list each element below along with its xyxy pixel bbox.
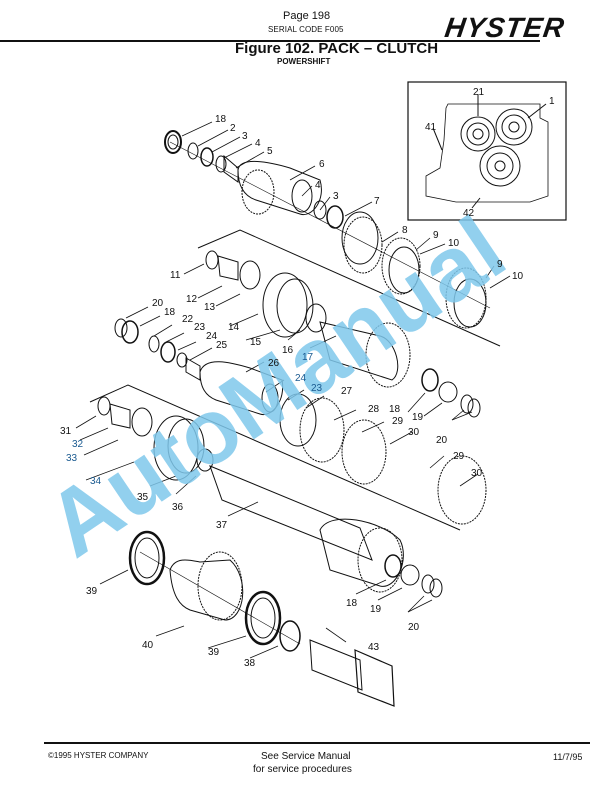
callout-7: 7 [374, 196, 380, 207]
callout-42: 42 [463, 208, 475, 219]
callout-37: 37 [216, 520, 228, 531]
callout-4: 4 [255, 138, 261, 149]
callout-35: 35 [137, 492, 149, 503]
callout-26: 26 [268, 358, 280, 369]
inset-housing-view [407, 81, 567, 221]
service-note-line1: See Service Manual [261, 751, 351, 762]
callout-29b: 29 [453, 451, 465, 462]
watermark: AutoManual [29, 198, 522, 577]
callout-25: 25 [216, 340, 228, 351]
callout-23b: 23 [311, 383, 323, 394]
callout-19: 19 [412, 412, 424, 423]
callout-6: 6 [319, 159, 325, 170]
callout-32: 32 [72, 439, 84, 450]
callout-39: 39 [86, 586, 98, 597]
callout-4b: 4 [315, 180, 321, 191]
callout-18: 18 [215, 114, 227, 125]
callout-36: 36 [172, 502, 184, 513]
callout-19b: 19 [370, 604, 382, 615]
callout-11: 11 [170, 270, 181, 281]
callout-31: 31 [60, 426, 72, 437]
service-note-line2: for service procedures [253, 764, 352, 775]
callout-28: 28 [368, 404, 380, 415]
callout-16: 16 [282, 345, 294, 356]
figure-title: Figure 102. PACK – CLUTCH [235, 40, 439, 57]
callout-8: 8 [402, 225, 408, 236]
footer-divider [44, 742, 590, 744]
callout-9: 9 [433, 230, 439, 241]
callout-24b: 24 [295, 373, 307, 384]
middle-clutch-group [114, 229, 501, 525]
callout-41: 41 [425, 122, 437, 133]
callout-20c: 20 [408, 622, 420, 633]
callout-33: 33 [66, 453, 78, 464]
serial-code: SERIAL CODE F005 [268, 25, 344, 34]
callout-21: 21 [473, 87, 485, 98]
page-number: Page 198 [283, 10, 331, 22]
callout-1: 1 [549, 96, 555, 107]
callout-14: 14 [228, 322, 240, 333]
callout-10b: 10 [512, 271, 524, 282]
callout-3b: 3 [333, 191, 339, 202]
exploded-parts-diagram: AutoManual 21 1 41 42 18 2 3 4 5 6 4 3 7… [29, 81, 567, 707]
figure-subtitle: POWERSHIFT [277, 57, 331, 66]
header-divider [0, 40, 540, 42]
callout-15: 15 [250, 337, 262, 348]
callout-20b: 20 [436, 435, 448, 446]
callout-34: 34 [90, 476, 102, 487]
callout-38: 38 [244, 658, 256, 669]
callout-18c: 18 [389, 404, 401, 415]
callout-18d: 18 [346, 598, 358, 609]
callout-2: 2 [230, 123, 236, 134]
upper-gear-group [164, 130, 491, 329]
revision-date: 11/7/95 [553, 752, 583, 762]
callout-23: 23 [194, 322, 206, 333]
callout-27: 27 [341, 386, 353, 397]
callout-5: 5 [267, 146, 273, 157]
callout-43: 43 [368, 642, 380, 653]
leader-lines [75, 121, 511, 659]
callout-29: 29 [392, 416, 404, 427]
callout-12: 12 [186, 294, 198, 305]
callout-18b: 18 [164, 307, 176, 318]
callout-3: 3 [242, 131, 248, 142]
callout-30b: 30 [471, 468, 483, 479]
callout-40: 40 [142, 640, 154, 651]
copyright: ©1995 HYSTER COMPANY [48, 751, 149, 760]
lower-shaft-group [89, 384, 461, 707]
callout-24: 24 [206, 331, 218, 342]
callout-13: 13 [204, 302, 216, 313]
callout-39b: 39 [208, 647, 220, 658]
callout-30: 30 [408, 427, 420, 438]
callout-17: 17 [302, 352, 314, 363]
callout-10: 10 [448, 238, 460, 249]
callout-20: 20 [152, 298, 164, 309]
callout-22: 22 [182, 314, 194, 325]
callout-9b: 9 [497, 259, 503, 270]
